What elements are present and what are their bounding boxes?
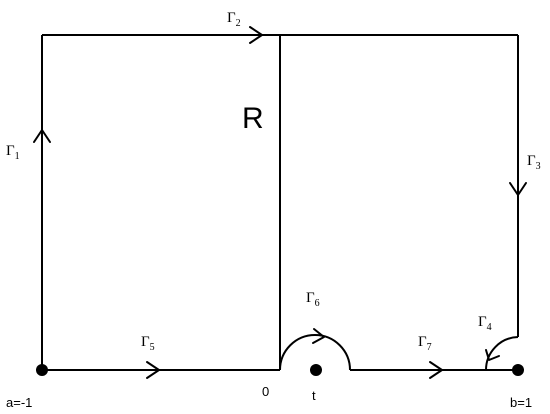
gamma6-path [279,334,351,371]
gamma2-arrow [249,26,263,44]
gamma1-label: Γ1 [6,143,20,162]
gamma6-label: Γ6 [306,290,320,309]
gamma4-arrow [485,349,500,361]
gamma4-path [485,336,519,371]
label-t: t [312,388,316,403]
gamma7-label: Γ7 [418,334,432,353]
gamma3-arrow [509,182,527,196]
gamma4-label: Γ4 [478,314,492,333]
gamma1-arrow [33,129,51,143]
label-origin: 0 [262,384,269,399]
gamma5-arrow [146,361,160,379]
label-a: a=-1 [6,395,32,410]
gamma3-label: Γ3 [527,153,541,172]
gamma2-label: Γ2 [227,10,241,29]
gamma6-arrow [312,328,325,344]
point-b [512,364,524,376]
gamma5-label: Γ5 [141,334,155,353]
point-a [36,364,48,376]
gamma7-arrow [429,361,443,379]
label-b: b=1 [510,395,532,410]
region-label: R [242,102,264,135]
point-t [310,364,322,376]
